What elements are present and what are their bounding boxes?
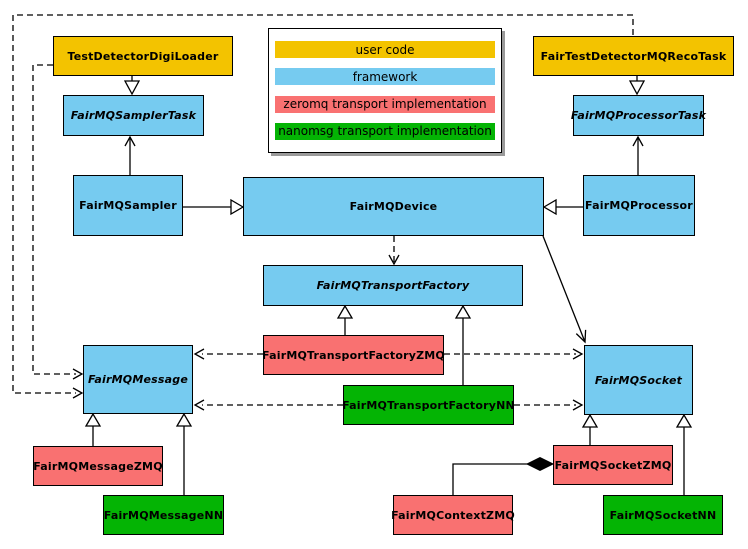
open-arrowhead-icon xyxy=(632,135,644,147)
legend: user code framework zeromq transport imp… xyxy=(268,28,502,153)
class-label: FairMQMessageZMQ xyxy=(33,459,163,473)
class-label: FairMQSamplerTask xyxy=(70,109,197,122)
class-label: FairMQContextZMQ xyxy=(391,508,515,522)
edge-inheritance-socketnn-socket xyxy=(675,413,693,495)
class-box-fairmqcontextzmq: FairMQContextZMQ xyxy=(391,495,515,535)
open-arrowhead-icon xyxy=(575,329,587,344)
class-box-fairmqprocessortask: FairMQProcessorTask xyxy=(570,95,707,136)
class-label: FairMQTransportFactoryZMQ xyxy=(262,348,445,362)
inheritance-arrowhead-icon xyxy=(123,80,141,96)
open-arrowhead-icon xyxy=(193,348,205,360)
class-label: FairMQSampler xyxy=(79,199,177,212)
open-arrowhead-icon xyxy=(72,387,84,399)
edge-association-processor-processortask xyxy=(632,135,644,175)
edge-association-device-socket xyxy=(542,235,587,344)
edge-inheritance-messagenn-message xyxy=(175,412,193,495)
edge-composition-contextzmq-socketzmq xyxy=(452,456,555,495)
open-arrowhead-icon xyxy=(72,368,84,380)
inheritance-arrowhead-icon xyxy=(230,198,245,216)
inheritance-arrowhead-icon xyxy=(675,413,693,428)
edge-inheritance-recotask-processortask xyxy=(628,76,646,96)
class-box-fairmqsamplertask: FairMQSamplerTask xyxy=(63,95,204,136)
class-label: TestDetectorDigiLoader xyxy=(67,49,219,63)
class-label: FairMQMessageNN xyxy=(103,508,224,522)
open-arrowhead-icon xyxy=(572,399,584,411)
open-arrowhead-icon xyxy=(124,135,136,147)
edge-dependency-factorynn-socket xyxy=(514,399,584,411)
class-box-fairtestdetectormqrecotask: FairTestDetectorMQRecoTask xyxy=(533,36,734,76)
class-box-fairmqtransportfactoryzmq: FairMQTransportFactoryZMQ xyxy=(262,335,445,375)
edge-dependency-recotask-message xyxy=(12,14,634,399)
class-box-fairmqsocketzmq: FairMQSocketZMQ xyxy=(553,445,673,485)
legend-item-framework: framework xyxy=(275,68,495,86)
class-box-fairmqmessagenn: FairMQMessageNN xyxy=(103,495,224,535)
edge-association-sampler-samplertask xyxy=(124,135,136,175)
inheritance-arrowhead-icon xyxy=(454,304,472,319)
class-box-fairmqsocket: FairMQSocket xyxy=(584,345,693,415)
legend-item-zeromq: zeromq transport implementation xyxy=(275,95,495,113)
class-box-fairmqsampler: FairMQSampler xyxy=(73,175,183,236)
edge-dependency-factoryzmq-message xyxy=(193,348,263,360)
legend-label: framework xyxy=(352,69,418,84)
legend-item-nanomsg: nanomsg transport implementation xyxy=(275,122,495,140)
legend-label: nanomsg transport implementation xyxy=(278,124,492,139)
class-label: FairMQProcessorTask xyxy=(570,109,707,122)
inheritance-arrowhead-icon xyxy=(336,304,354,319)
inheritance-arrowhead-icon xyxy=(84,412,102,427)
open-arrowhead-icon xyxy=(572,348,584,360)
inheritance-arrowhead-icon xyxy=(581,413,599,428)
open-arrowhead-icon xyxy=(388,254,400,266)
edge-inheritance-sampler-device xyxy=(183,198,245,216)
class-label: FairMQDevice xyxy=(349,200,438,213)
class-box-fairmqmessage: FairMQMessage xyxy=(83,345,193,414)
class-label: FairMQMessage xyxy=(87,373,189,386)
open-arrowhead-icon xyxy=(193,399,205,411)
class-label: FairTestDetectorMQRecoTask xyxy=(540,49,727,63)
class-box-fairmqsocketnn: FairMQSocketNN xyxy=(603,495,723,535)
inheritance-arrowhead-icon xyxy=(542,198,557,216)
edge-dependency-digiloader-message xyxy=(32,64,84,380)
class-label: FairMQProcessor xyxy=(585,199,693,212)
edge-inheritance-socketzmq-socket xyxy=(581,413,599,445)
legend-item-user-code: user code xyxy=(275,41,495,59)
edge-dependency-factoryzmq-socket xyxy=(444,348,584,360)
class-label: FairMQSocketZMQ xyxy=(554,458,672,472)
class-label: FairMQTransportFactoryNN xyxy=(342,398,515,412)
legend-label: user code xyxy=(355,42,415,57)
inheritance-arrowhead-icon xyxy=(175,412,193,427)
inheritance-arrowhead-icon xyxy=(628,80,646,96)
edge-inheritance-digiloader-samplertask xyxy=(123,76,141,96)
class-box-fairmqdevice: FairMQDevice xyxy=(243,177,544,236)
composition-diamond-icon xyxy=(525,456,555,472)
class-box-fairmqmessagezmq: FairMQMessageZMQ xyxy=(33,446,163,486)
edge-inheritance-factoryzmq-factory xyxy=(336,304,354,335)
class-label: FairMQSocketNN xyxy=(609,508,717,522)
edge-dependency-factorynn-message xyxy=(193,399,343,411)
class-box-fairmqprocessor: FairMQProcessor xyxy=(583,175,695,236)
class-box-testdetectordigiloader: TestDetectorDigiLoader xyxy=(53,36,233,76)
edge-inheritance-processor-device xyxy=(542,198,583,216)
class-label: FairMQSocket xyxy=(594,373,683,387)
legend-label: zeromq transport implementation xyxy=(283,97,487,112)
class-box-fairmqtransportfactorynn: FairMQTransportFactoryNN xyxy=(342,385,515,425)
edge-inheritance-factorynn-factory xyxy=(454,304,472,386)
edge-inheritance-messagezmq-message xyxy=(84,412,102,446)
class-label: FairMQTransportFactory xyxy=(316,279,470,292)
class-box-fairmqtransportfactory: FairMQTransportFactory xyxy=(263,265,523,306)
edge-dependency-device-factory xyxy=(388,236,400,266)
